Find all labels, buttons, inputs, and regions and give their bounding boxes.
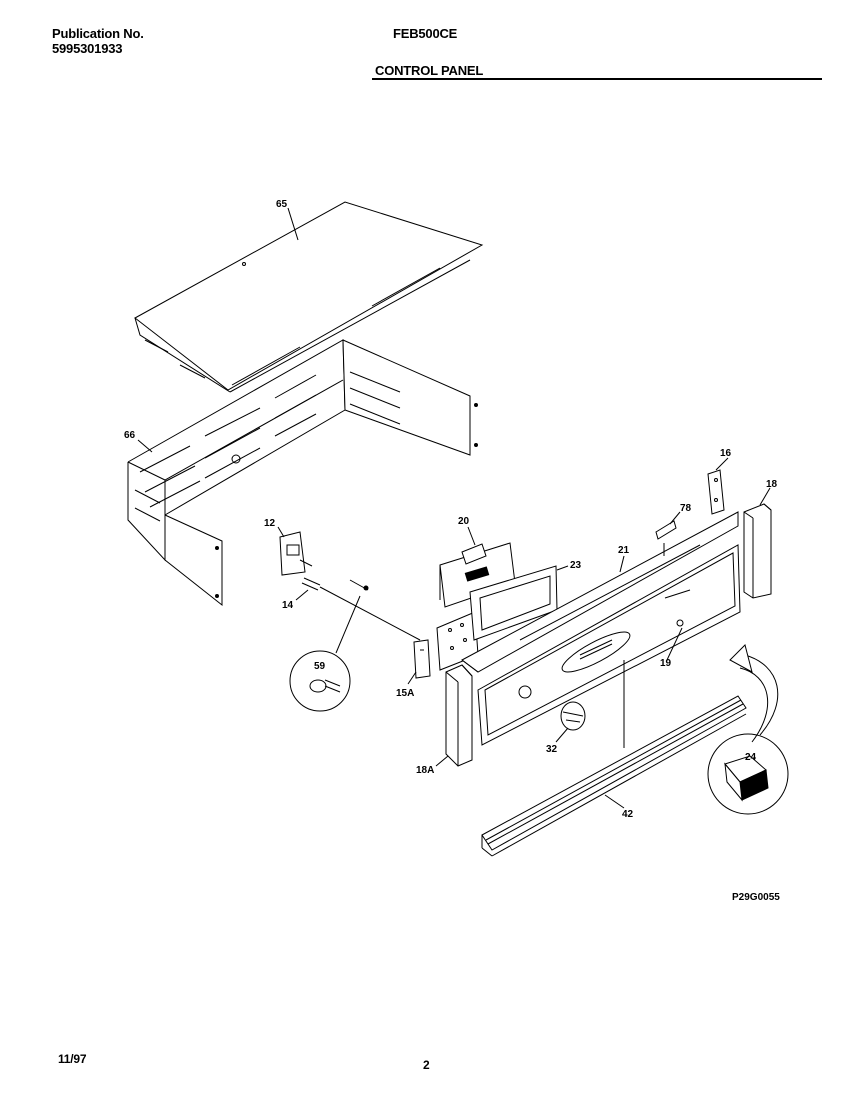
page-number: 2 [423,1058,430,1072]
header-rule [372,78,822,80]
label-19: 19 [660,658,672,669]
publication-number: 5995301933 [52,41,123,56]
part-18-end-cap [743,503,772,599]
part-19-panel-face [477,544,741,748]
label-42: 42 [622,809,634,820]
label-16: 16 [720,448,732,459]
model-number: FEB500CE [393,26,458,41]
label-18: 18 [766,479,778,490]
part-78-lens [655,520,677,556]
publication-label: Publication No. [52,26,144,41]
label-15a: 15A [396,688,414,699]
label-59: 59 [314,661,326,672]
part-42-vent-strip [481,695,747,857]
section-title: CONTROL PANEL [375,63,484,78]
part-66-housing [127,339,478,607]
part-32-knob [560,701,586,731]
label-12: 12 [264,518,276,529]
label-14: 14 [282,600,294,611]
part-18a-end-cap [445,664,473,767]
part-24-switch-detail [707,644,789,815]
part-labels: 65 66 12 14 59 15A 20 23 16 18 78 21 19 … [124,199,780,903]
part-16-bracket [707,469,725,515]
label-65: 65 [276,199,288,210]
label-66: 66 [124,430,136,441]
label-21: 21 [618,545,630,556]
part-65-top-cover [134,201,484,393]
part-15a-bracket [413,639,431,679]
label-78: 78 [680,503,692,514]
label-32: 32 [546,744,558,755]
label-18a: 18A [416,765,434,776]
label-20: 20 [458,516,470,527]
part-14-rod [301,577,421,641]
part-59-screw-detail [289,595,361,712]
footer-date: 11/97 [58,1052,87,1066]
leader-lines [137,207,771,809]
label-23: 23 [570,560,582,571]
drawing-code: P29G0055 [732,892,780,903]
label-24: 24 [745,752,757,763]
part-12-bracket [279,531,313,576]
part-21-panel-trim [461,511,739,673]
